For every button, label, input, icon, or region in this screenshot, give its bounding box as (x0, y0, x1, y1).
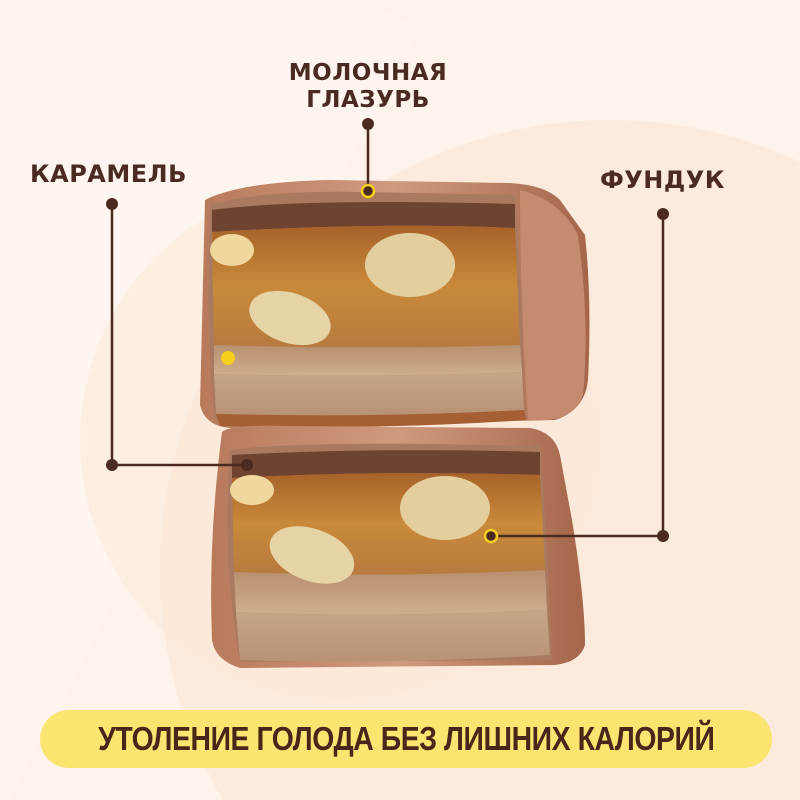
lower-bar (211, 425, 585, 668)
tagline-text: УТОЛЕНИЕ ГОЛОДА БЕЗ ЛИШНИХ КАЛОРИЙ (97, 720, 715, 757)
label-milk-glaze-line1: МОЛОЧНАЯ (288, 60, 448, 86)
upper-bar (200, 180, 590, 428)
label-milk-glaze: МОЛОЧНАЯ ГЛАЗУРЬ (268, 60, 468, 114)
tagline-banner: УТОЛЕНИЕ ГОЛОДА БЕЗ ЛИШНИХ КАЛОРИЙ (40, 710, 772, 768)
label-hazelnut: ФУНДУК (600, 166, 725, 194)
label-caramel: КАРАМЕЛЬ (30, 160, 187, 188)
label-milk-glaze-line2: ГЛАЗУРЬ (306, 87, 430, 113)
